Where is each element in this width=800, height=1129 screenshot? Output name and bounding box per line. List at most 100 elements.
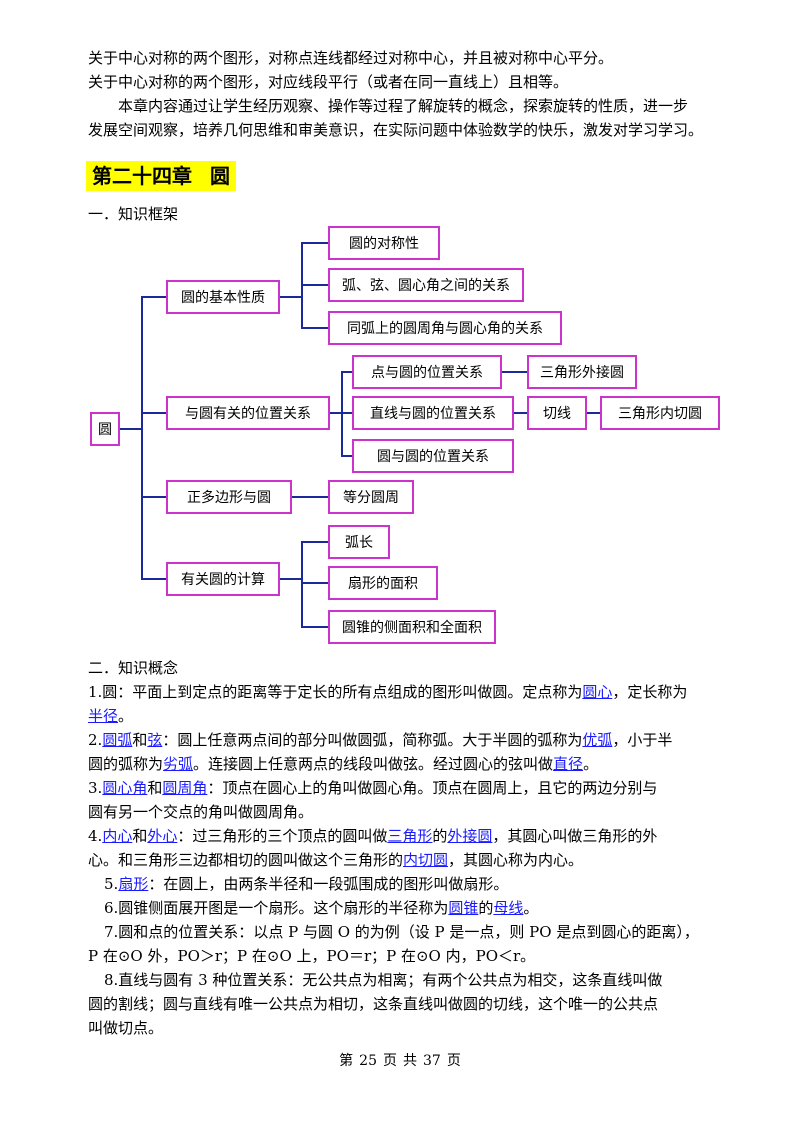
link-central-angle[interactable]: 圆心角 — [102, 779, 148, 797]
connector — [330, 412, 342, 414]
link-circumcenter[interactable]: 外心 — [147, 827, 178, 845]
text: ：过三角形的三个顶点的圆叫做 — [177, 827, 388, 845]
framework-divide-circumference: 等分圆周 — [328, 480, 414, 514]
framework-arc-length: 弧长 — [328, 525, 390, 559]
text: 。连接圆上任意两点的线段叫做弦。经过圆心的弦叫做 — [193, 755, 554, 773]
connector — [341, 371, 352, 373]
connector — [301, 242, 328, 244]
text: ，其圆心叫做三角形的外 — [492, 827, 658, 845]
link-diameter[interactable]: 直径 — [553, 755, 584, 773]
connector — [141, 296, 167, 298]
footer-text: 页 — [383, 1053, 397, 1069]
connector — [280, 296, 302, 298]
text: 6.圆锥侧面展开图是一个扇形。这个扇形的半径称为 — [104, 899, 449, 917]
connector — [118, 428, 142, 430]
text: 。 — [523, 899, 539, 917]
connector — [341, 455, 352, 457]
link-triangle[interactable]: 三角形 — [387, 827, 433, 845]
connector — [341, 412, 352, 414]
framework-symmetry: 圆的对称性 — [328, 226, 440, 260]
concept-2-line-2: 圆的弧称为劣弧。连接圆上任意两点的线段叫做弦。经过圆心的弦叫做直径。 — [88, 754, 598, 774]
concept-7-line-1: 7.圆和点的位置关系：以点 P 与圆 O 的为例（设 P 是一点，则 PO 是点… — [104, 923, 699, 941]
concept-3-line-2: 圆有另一个交点的角叫做圆周角。 — [88, 803, 314, 821]
concept-4-line-1: 4.内心和外心：过三角形的三个顶点的圆叫做三角形的外接圆，其圆心叫做三角形的外 — [88, 826, 657, 846]
framework-calculations: 有关圆的计算 — [166, 562, 280, 596]
connector — [141, 496, 167, 498]
connector — [280, 578, 302, 580]
link-chord[interactable]: 弦 — [147, 731, 163, 749]
framework-regular-polygon: 正多边形与圆 — [166, 480, 292, 514]
connector — [587, 412, 600, 414]
connector — [141, 412, 167, 414]
intro-line-2: 关于中心对称的两个图形，对应线段平行（或者在同一直线上）且相等。 — [88, 73, 569, 91]
text: 。 — [583, 755, 599, 773]
link-generatrix[interactable]: 母线 — [493, 899, 524, 917]
framework-root: 圆 — [90, 412, 120, 446]
link-incenter[interactable]: 内心 — [102, 827, 133, 845]
chapter-heading: 第二十四章圆 — [86, 161, 236, 191]
link-inscribed-angle[interactable]: 圆周角 — [162, 779, 208, 797]
text: ，小于半 — [612, 731, 673, 749]
connector — [301, 541, 328, 543]
footer-text: 共 — [403, 1053, 417, 1069]
concept-3-line-1: 3.圆心角和圆周角：顶点在圆心上的角叫做圆心角。顶点在圆周上，且它的两边分别与 — [88, 778, 657, 798]
connector — [292, 496, 328, 498]
connector — [141, 578, 167, 580]
text: 和 — [132, 731, 148, 749]
text: 的 — [432, 827, 448, 845]
framework-incircle: 三角形内切圆 — [600, 396, 720, 430]
framework-sector-area: 扇形的面积 — [328, 566, 438, 600]
link-arc[interactable]: 圆弧 — [102, 731, 133, 749]
concept-8-line-1: 8.直线与圆有 3 种位置关系：无公共点为相离；有两个公共点为相交，这条直线叫做 — [104, 971, 663, 989]
text: 心。和三角形三边都相切的圆叫做这个三角形的 — [88, 851, 404, 869]
connector — [514, 412, 527, 414]
link-major-arc[interactable]: 优弧 — [582, 731, 613, 749]
intro-line-1: 关于中心对称的两个图形，对称点连线都经过对称中心，并且被对称中心平分。 — [88, 49, 614, 67]
concept-1-line-1: 1.圆：平面上到定点的距离等于定长的所有点组成的图形叫做圆。定点称为圆心，定长称… — [88, 682, 687, 702]
concept-7-line-2: P 在⊙O 外，PO＞r；P 在⊙O 上，PO＝r；P 在⊙O 内，PO＜r。 — [88, 947, 536, 965]
chapter-number: 第二十四章 — [92, 164, 192, 188]
link-circumcircle[interactable]: 外接圆 — [447, 827, 493, 845]
total-pages: 37 — [423, 1053, 441, 1069]
connector — [301, 626, 328, 628]
concept-4-line-2: 心。和三角形三边都相切的圆叫做这个三角形的内切圆，其圆心称为内心。 — [88, 850, 583, 870]
link-cone[interactable]: 圆锥 — [448, 899, 479, 917]
link-minor-arc[interactable]: 劣弧 — [163, 755, 194, 773]
framework-point-circle: 点与圆的位置关系 — [352, 355, 502, 389]
intro-line-4: 发展空间观察，培养几何思维和审美意识，在实际问题中体验数学的快乐，激发对学习学习… — [88, 121, 704, 139]
footer-text: 页 — [446, 1053, 461, 1069]
connector — [141, 296, 143, 578]
concept-8-line-3: 叫做切点。 — [88, 1019, 164, 1037]
section-2-title: 二．知识概念 — [88, 659, 179, 677]
concept-2-line-1: 2.圆弧和弦：圆上任意两点间的部分叫做圆弧，简称弧。大于半圆的弧称为优弧，小于半 — [88, 730, 672, 750]
intro-line-3: 本章内容通过让学生经历观察、操作等过程了解旋转的概念，探索旋转的性质，进一步 — [118, 97, 689, 115]
framework-arc-chord-angle: 弧、弦、圆心角之间的关系 — [328, 268, 524, 302]
link-sector[interactable]: 扇形 — [118, 875, 149, 893]
text: ，其圆心称为内心。 — [448, 851, 584, 869]
text: 4. — [88, 827, 103, 845]
link-incircle[interactable]: 内切圆 — [403, 851, 449, 869]
framework-tangent: 切线 — [527, 396, 587, 430]
framework-circumcircle: 三角形外接圆 — [527, 355, 637, 389]
framework-basic-properties: 圆的基本性质 — [166, 280, 280, 314]
framework-cone-area: 圆锥的侧面积和全面积 — [328, 610, 496, 644]
text: 2. — [88, 731, 103, 749]
connector — [301, 284, 328, 286]
text: 的 — [478, 899, 494, 917]
connector — [301, 582, 328, 584]
framework-inscribed-central-angle: 同弧上的圆周角与圆心角的关系 — [328, 311, 562, 345]
page-number: 25 — [359, 1053, 377, 1069]
chapter-title: 圆 — [210, 164, 230, 188]
link-radius[interactable]: 半径 — [88, 707, 119, 725]
connector — [301, 541, 303, 628]
concept-1-line-2: 半径。 — [88, 706, 133, 726]
footer-text: 第 — [339, 1053, 354, 1069]
text: 3. — [88, 779, 103, 797]
concept-8-line-2: 圆的割线；圆与直线有唯一公共点为相切，这条直线叫做圆的切线，这个唯一的公共点 — [88, 995, 659, 1013]
text: 和 — [147, 779, 163, 797]
text: 1.圆：平面上到定点的距离等于定长的所有点组成的图形叫做圆。定点称为 — [88, 683, 583, 701]
text: ：在圆上，由两条半径和一段弧围成的图形叫做扇形。 — [148, 875, 509, 893]
link-center[interactable]: 圆心 — [582, 683, 613, 701]
framework-line-circle: 直线与圆的位置关系 — [352, 396, 514, 430]
